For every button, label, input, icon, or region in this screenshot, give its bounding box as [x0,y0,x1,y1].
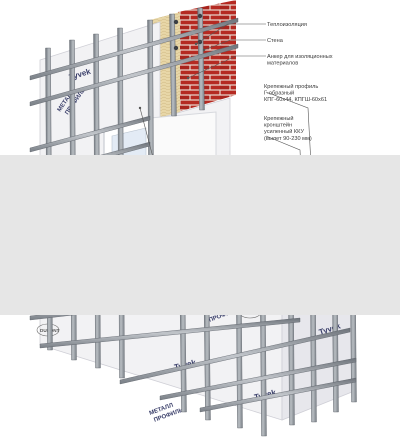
background-band [0,155,400,315]
anchor-bracket [173,19,179,25]
callout-wall: Стена [267,38,284,44]
g-profile-horizontal [29,43,239,107]
leader-dot [186,76,190,80]
anchor-bracket [197,13,203,19]
g-profile-horizontal [29,17,239,81]
leader-line [195,23,266,45]
g-profile-horizontal [159,357,357,401]
leader-line [187,55,266,79]
g-profile-horizontal [29,115,151,153]
anchor-bracket [173,45,179,51]
leader-dot [194,42,198,46]
leader-dot [138,106,142,110]
leader-line [203,39,266,51]
callout-insulation: Теплоизоляция [267,22,307,28]
g-profile-horizontal [199,377,357,413]
leader-dot [202,48,206,52]
hat-profile-vertical [197,7,205,111]
g-profile-horizontal [39,317,301,349]
g-profile-horizontal [119,327,351,385]
